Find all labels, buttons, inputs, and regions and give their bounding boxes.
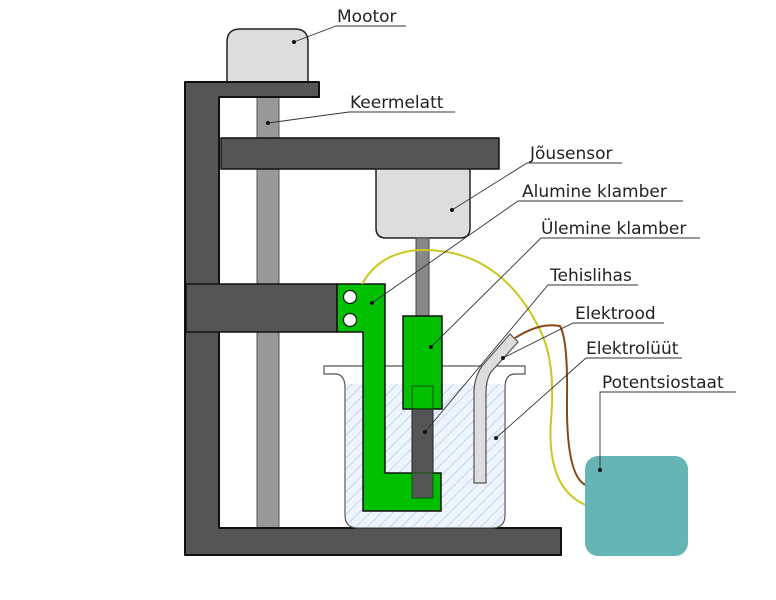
- leader-lead-screw: [267, 111, 455, 124]
- crossbar-lower: [185, 283, 338, 333]
- leader-lines: [267, 25, 736, 470]
- leader-lower-clamp: [371, 200, 683, 304]
- potentiostat: [585, 456, 688, 556]
- dot-electrolyte: [494, 436, 498, 440]
- wire-yellow: [361, 248, 589, 507]
- lower-clamp: [336, 283, 442, 512]
- label-force-sensor: Jõusensor: [529, 144, 613, 164]
- label-electrode: Elektrood: [575, 304, 656, 324]
- leader-electrode: [502, 322, 664, 359]
- label-lead-screw: Keermelatt: [350, 93, 444, 113]
- upper-clamp-inner: [411, 385, 434, 410]
- upper-clamp: [402, 315, 443, 410]
- electrode: [473, 333, 519, 484]
- leader-potentiostat: [599, 391, 736, 470]
- dot-artificial-muscle: [423, 430, 427, 434]
- dot-lower-clamp: [370, 301, 374, 305]
- label-potentiostat: Potentsiostaat: [602, 373, 724, 393]
- label-motor: Mootor: [337, 7, 397, 27]
- clamp-screw-hole-2: [342, 312, 358, 328]
- leader-motor: [293, 25, 406, 43]
- leader-artificial-muscle: [424, 284, 638, 433]
- force-sensor: [375, 168, 471, 239]
- leader-electrolyte: [495, 357, 682, 439]
- dot-potentiostat: [598, 468, 602, 472]
- crossbar-upper: [220, 137, 500, 170]
- lower-clamp-inner: [411, 472, 434, 499]
- clamp-screw-hole-1: [342, 289, 358, 305]
- dot-upper-clamp: [429, 345, 433, 349]
- dot-electrode: [501, 356, 505, 360]
- frame-stand: [184, 81, 562, 556]
- wire-brown: [514, 324, 589, 487]
- label-artificial-muscle: Tehislihas: [549, 266, 632, 286]
- label-electrolyte: Elektrolüüt: [586, 339, 679, 359]
- dot-lead-screw: [266, 121, 270, 125]
- label-lower-clamp: Alumine klamber: [522, 182, 667, 202]
- label-upper-clamp: Ülemine klamber: [541, 217, 686, 239]
- motor: [226, 28, 309, 83]
- dot-motor: [292, 40, 296, 44]
- leader-dots: [266, 40, 602, 472]
- dot-force-sensor: [450, 208, 454, 212]
- leader-force-sensor: [451, 162, 622, 211]
- leader-upper-clamp: [430, 237, 700, 348]
